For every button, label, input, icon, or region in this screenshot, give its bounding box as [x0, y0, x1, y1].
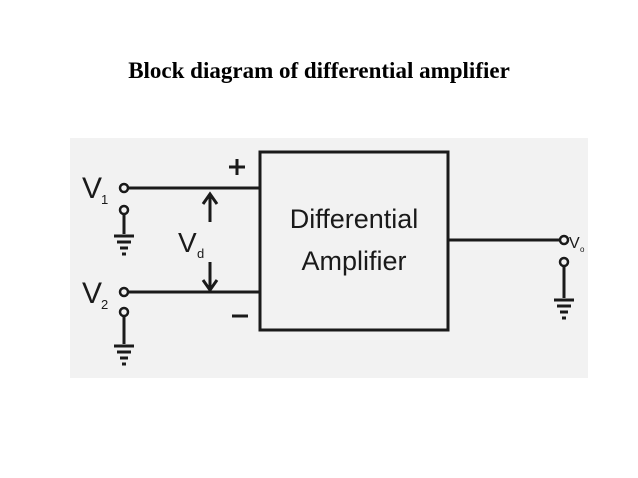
output-terminal	[558, 234, 570, 246]
amplifier-block	[258, 150, 450, 332]
ground-symbol-output	[554, 298, 574, 320]
vd-subscript: d	[197, 246, 204, 261]
vd-label: V	[178, 227, 197, 258]
ground-symbol-input1	[114, 234, 134, 256]
input1-ground-terminal	[118, 204, 130, 216]
block-label-line1: Differential	[290, 204, 419, 234]
input1-terminal	[118, 182, 130, 194]
output-ground-terminal	[558, 256, 570, 268]
vd-arrow-up-head	[201, 191, 219, 205]
input2-terminal	[118, 286, 130, 298]
output-label: V	[569, 235, 580, 252]
output-subscript: o	[580, 245, 585, 254]
diagram-background	[70, 138, 588, 378]
input1-label: V	[82, 172, 102, 205]
vd-arrow-down-head	[201, 279, 219, 293]
input2-ground-terminal	[118, 306, 130, 318]
page-title: Block diagram of differential amplifier	[128, 58, 510, 83]
input2-subscript: 2	[101, 297, 108, 312]
input1-subscript: 1	[101, 192, 108, 207]
block-label-line2: Amplifier	[301, 246, 406, 276]
input2-label: V	[82, 277, 102, 310]
ground-symbol-input2	[114, 344, 134, 366]
